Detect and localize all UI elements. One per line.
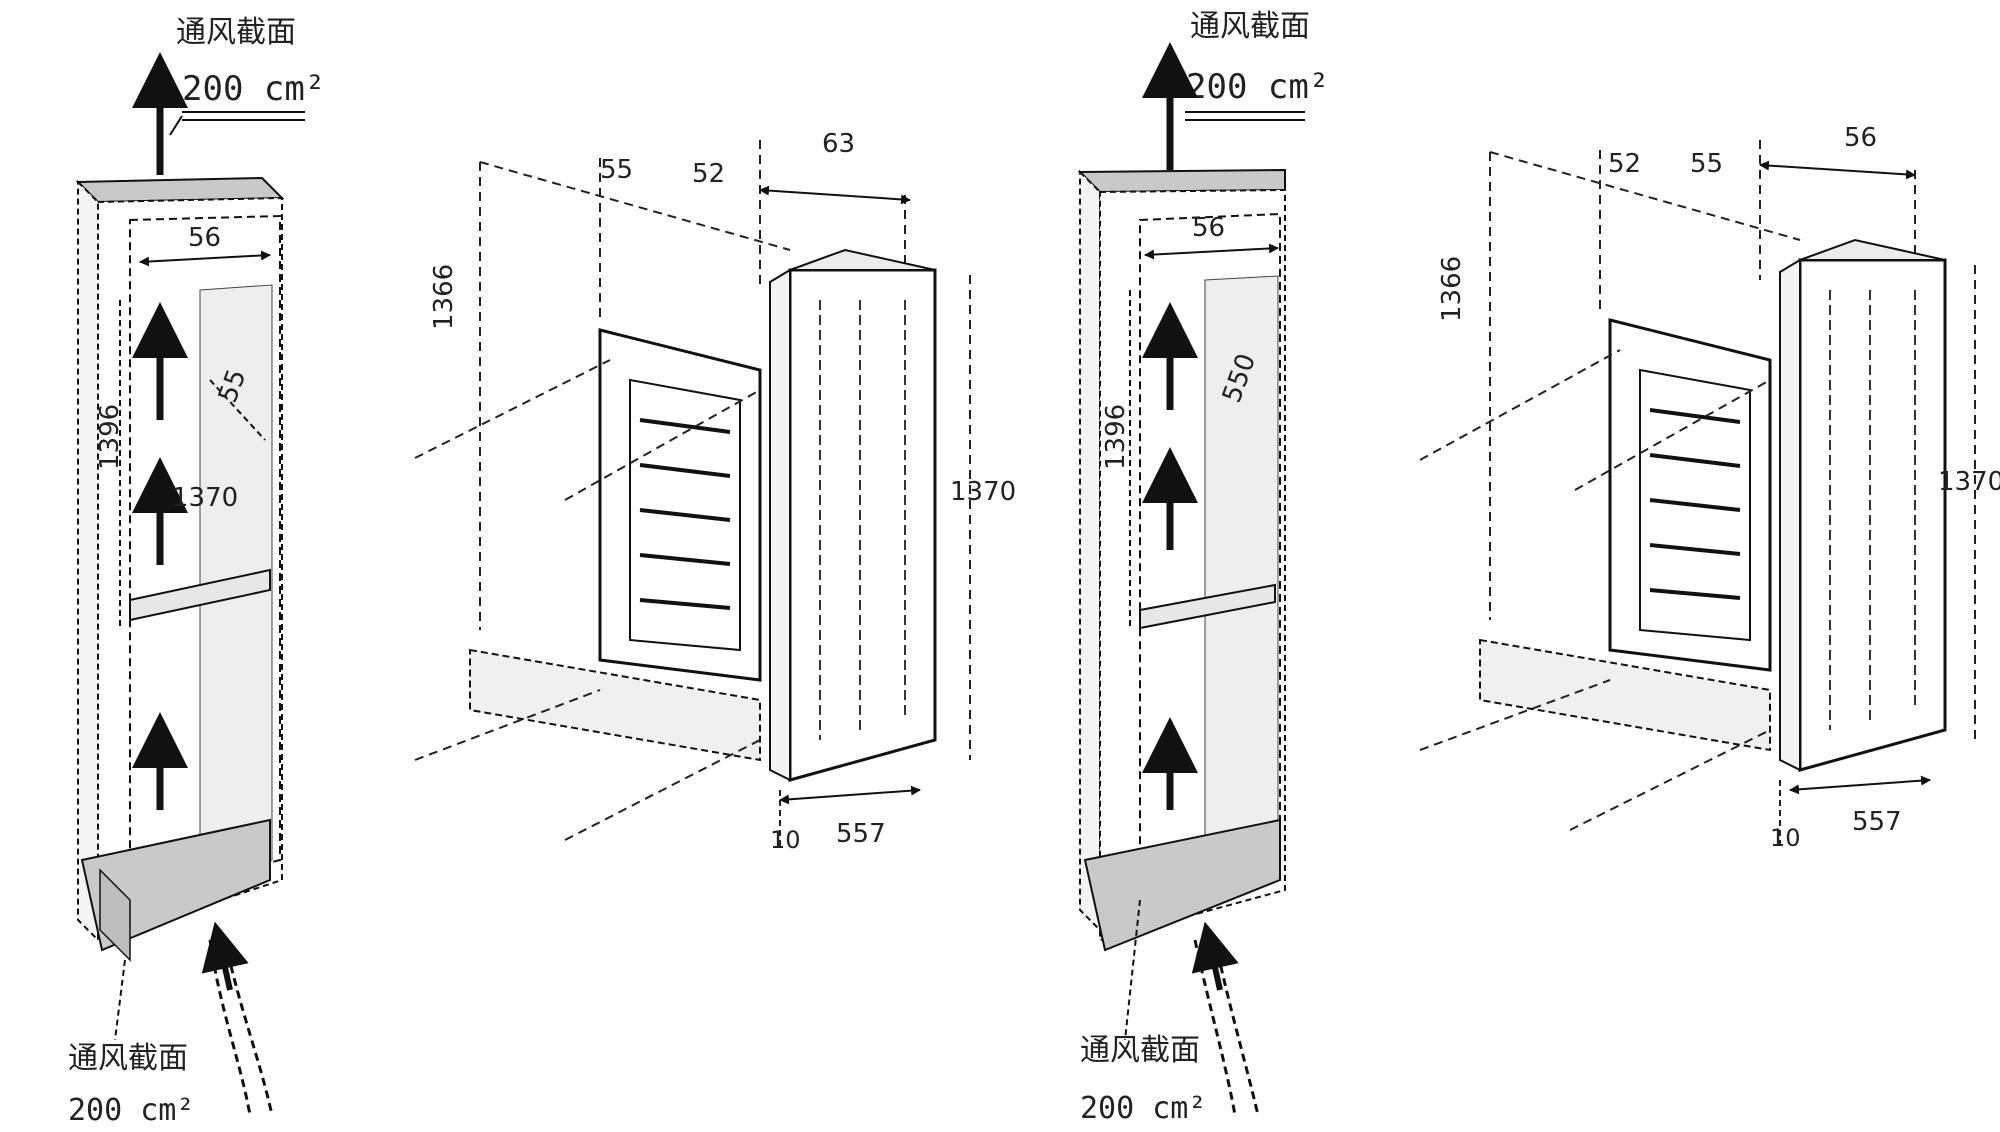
appliance-a-dim-height-right: 1370 [950, 477, 1016, 507]
niche-a-bottom-label-2: 200 cm² [68, 1093, 194, 1128]
niche-b-top-label-1: 通风截面 [1190, 9, 1310, 44]
appliance-b-dim-b: 55 [1690, 149, 1723, 179]
appliance-a-dim-a: 63 [822, 129, 855, 159]
appliance-a-dim-bottom-width: 557 [836, 819, 886, 849]
niche-b-dim-total: 1396 [1101, 404, 1131, 470]
niche-a-top-label-1: 通风截面 [176, 15, 296, 50]
appliance-a-dim-height-left: 1366 [429, 264, 459, 330]
appliance-b: 52 55 56 1366 1370 10 557 [1419, 123, 2000, 852]
niche-b-bottom-label-1: 通风截面 [1080, 1033, 1200, 1068]
appliance-a-dim-c: 55 [600, 155, 633, 185]
niche-a-dim-width: 56 [188, 223, 221, 253]
appliance-b-dim-bottom-width: 557 [1852, 807, 1902, 837]
appliance-a: 63 52 55 1366 1370 [414, 129, 1016, 854]
niche-a-dim-total: 1396 [95, 404, 125, 470]
appliance-a-dim-bottom: 10 [770, 826, 801, 854]
niche-b-top-label-2: 200 cm² [1186, 67, 1329, 107]
appliance-a-dim-b: 52 [692, 159, 725, 189]
niche-b-dim-width: 56 [1192, 213, 1225, 243]
niche-a: 通风截面 200 cm² 56 55 1396 1370 [68, 15, 325, 1128]
niche-a-top-label-2: 200 cm² [182, 69, 325, 109]
appliance-b-dim-height-right: 1370 [1938, 467, 2000, 497]
niche-a-dim-middle: 1370 [172, 483, 238, 513]
appliance-b-dim-a: 52 [1608, 149, 1641, 179]
appliance-b-dim-c: 56 [1844, 123, 1877, 153]
appliance-b-dim-height-left: 1366 [1437, 256, 1467, 322]
niche-b-bottom-label-2: 200 cm² [1080, 1091, 1206, 1126]
appliance-b-dim-bottom: 10 [1770, 824, 1801, 852]
niche-b: 通风截面 200 cm² 56 550 1396 通风截面 200 cm² [1077, 9, 1329, 1126]
niche-a-bottom-label-1: 通风截面 [68, 1041, 188, 1076]
